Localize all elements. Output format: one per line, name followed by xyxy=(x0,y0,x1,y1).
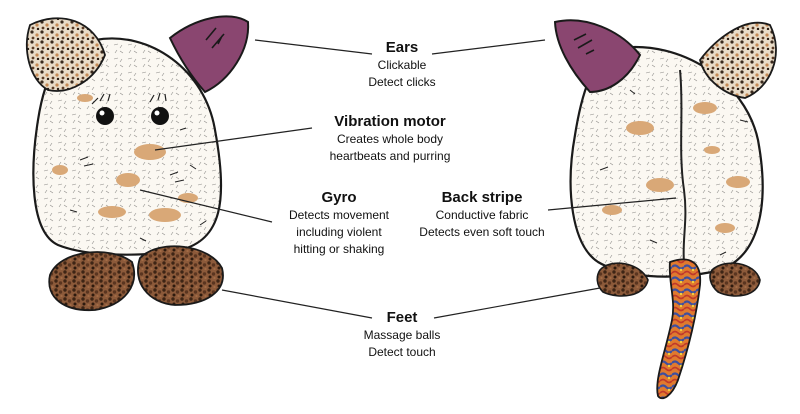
back-left-foot xyxy=(596,262,649,297)
leader-feet-left xyxy=(221,289,373,319)
leader-ears-left xyxy=(254,39,373,55)
leader-back xyxy=(547,197,677,211)
callout-back: Back stripe Conductive fabric Detects ev… xyxy=(402,188,562,241)
back-spots xyxy=(602,102,750,233)
callout-gyro-line: Detects movement xyxy=(288,208,390,222)
callout-back-title: Back stripe xyxy=(441,189,523,206)
back-right-foot xyxy=(709,262,761,297)
front-eyes xyxy=(91,92,169,125)
callout-feet: Feet Massage balls Detect touch xyxy=(344,308,460,361)
back-tail xyxy=(656,258,702,400)
front-fur-marks xyxy=(69,127,207,242)
callout-vibration: Vibration motor Creates whole body heart… xyxy=(300,112,480,165)
front-left-ear xyxy=(26,17,106,92)
leader-gyro xyxy=(139,189,273,223)
leader-ears-right xyxy=(431,39,546,55)
callout-vibration-line: Creates whole body xyxy=(336,132,444,146)
callout-feet-line: Detect touch xyxy=(368,345,436,359)
creature-back xyxy=(553,19,777,400)
callout-feet-title: Feet xyxy=(386,309,418,326)
callout-gyro-line: hitting or shaking xyxy=(293,242,385,256)
leader-feet-right xyxy=(433,287,601,319)
callout-ears-line: Clickable xyxy=(377,58,427,72)
callout-ears-title: Ears xyxy=(385,39,419,56)
leader-lines xyxy=(139,39,677,319)
callout-gyro: Gyro Detects movement including violent … xyxy=(264,188,414,258)
front-right-ear xyxy=(168,15,250,94)
front-left-foot xyxy=(48,251,135,311)
callout-back-line: Detects even soft touch xyxy=(419,225,545,239)
front-spots xyxy=(52,94,198,222)
callout-vibration-title: Vibration motor xyxy=(334,113,446,130)
callout-gyro-title: Gyro xyxy=(321,189,357,206)
callout-ears: Ears Clickable Detect clicks xyxy=(340,38,464,91)
callout-gyro-line: including violent xyxy=(296,225,382,239)
leader-vibration xyxy=(154,127,313,151)
back-stripe xyxy=(679,69,687,263)
callout-back-line: Conductive fabric xyxy=(435,208,529,222)
callout-feet-line: Massage balls xyxy=(363,328,441,342)
front-right-foot xyxy=(137,245,224,306)
creature-front xyxy=(26,15,250,311)
callout-ears-line: Detect clicks xyxy=(368,75,436,89)
back-fur-marks xyxy=(599,89,749,256)
back-right-ear xyxy=(699,21,777,99)
callout-vibration-line: heartbeats and purring xyxy=(329,149,451,163)
